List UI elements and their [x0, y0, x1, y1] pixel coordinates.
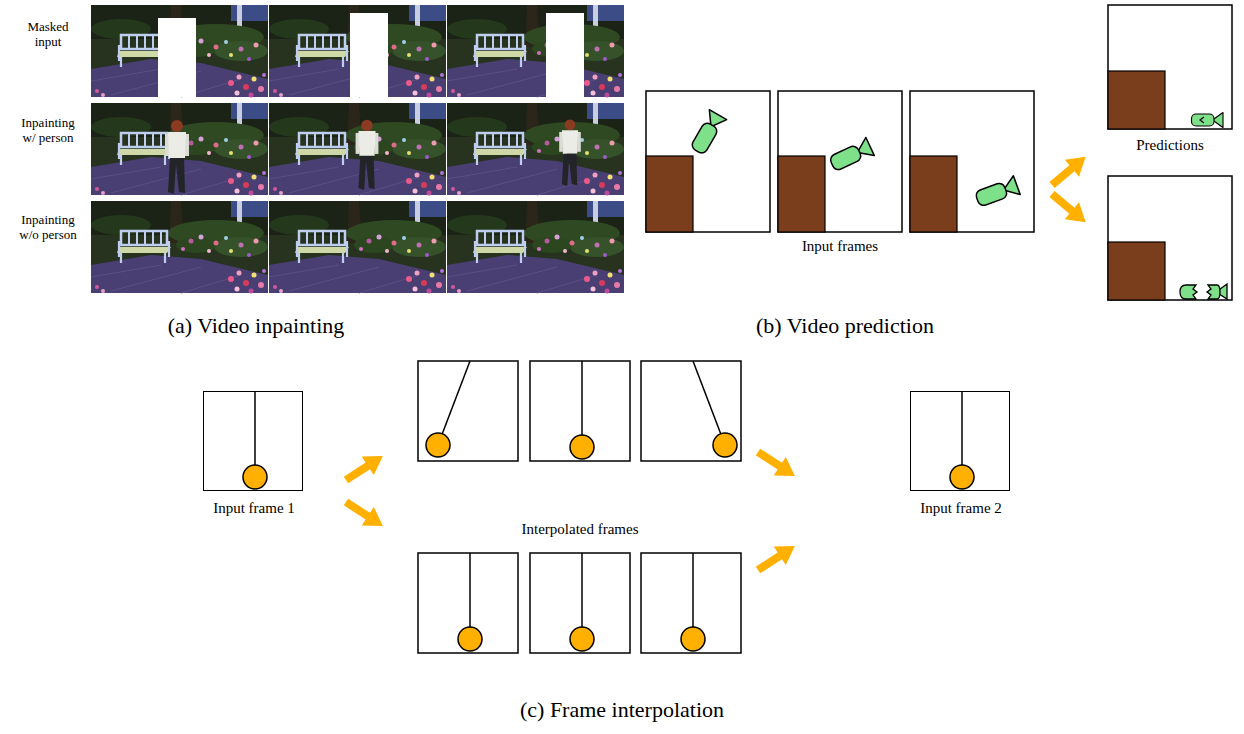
interpolation-frames [570, 553, 594, 651]
inpainting-grid [91, 103, 268, 196]
inpainting-grid [269, 103, 446, 196]
row-label: Inpainting w/o person [15, 213, 81, 243]
inpainting-grid [447, 201, 624, 294]
mask-rect [158, 18, 196, 97]
mask-rect [546, 13, 584, 97]
label-slot: Inpainting w/o person [15, 213, 81, 243]
interpolation-frames [340, 493, 389, 535]
interpolation-frames [243, 391, 267, 489]
panel-caption: (c) Frame interpolation [432, 697, 812, 722]
panel-caption: (b) Video prediction [675, 313, 1015, 338]
interpolation-frames [418, 553, 518, 653]
prediction-frames [1045, 148, 1093, 193]
row-label: Inpainting w/ person [15, 116, 81, 146]
interpolation-frames [693, 361, 725, 445]
prediction-frames [1108, 242, 1165, 300]
label-slot: (b) Video prediction [675, 313, 1015, 338]
interpolation-frames [641, 553, 741, 653]
label-slot: Input frames [730, 238, 950, 255]
interpolation-frames [641, 361, 741, 461]
prediction-frames [974, 176, 1020, 209]
prediction-frames [1108, 71, 1165, 129]
frame-box: Input frame 1 [203, 391, 303, 491]
prediction-frames [1207, 285, 1220, 299]
label-slot: Masked input [17, 20, 79, 50]
interpolation-frames [418, 361, 518, 461]
label-slot: Input frame 2 [916, 500, 1006, 517]
interpolation-frames [681, 553, 705, 651]
label-slot: Predictions [1100, 137, 1240, 154]
group-label: Predictions [1100, 137, 1240, 154]
interpolation-frames [426, 433, 450, 457]
inpainting-grid [447, 5, 624, 98]
interpolation-frames [530, 361, 630, 461]
frame-label: Input frame 2 [916, 500, 1006, 517]
inpainting-grid [447, 103, 624, 196]
interpolation-frames [752, 443, 801, 485]
prediction-frames [828, 137, 875, 173]
prediction-frames [1192, 113, 1224, 128]
inpainting-grid [269, 5, 446, 98]
prediction-frames [1045, 186, 1093, 231]
inpainting-grid [165, 120, 189, 194]
inpainting-grid [91, 5, 624, 294]
interpolation-frames [950, 391, 974, 489]
interpolation-frames [340, 447, 389, 489]
interpolation-frames [243, 361, 974, 653]
group-label: Input frames [730, 238, 950, 255]
interpolation-frames [713, 433, 737, 457]
row-label: Masked input [17, 20, 79, 50]
inpainting-grid [91, 201, 268, 294]
interpolation-frames [438, 361, 470, 445]
prediction-frames [1180, 285, 1197, 299]
label-slot: Inpainting w/ person [15, 116, 81, 146]
label-slot: Input frame 1 [209, 500, 299, 517]
frame-label: Input frame 1 [209, 500, 299, 517]
prediction-frames [910, 91, 1034, 232]
panel-caption: (a) Video inpainting [96, 313, 416, 338]
prediction-frames [1108, 176, 1232, 300]
interpolation-frames [458, 553, 482, 651]
prediction-frames [1108, 5, 1232, 129]
frame-box: Input frame 2 [910, 391, 1010, 491]
group-label: Interpolated frames [450, 521, 710, 538]
label-slot: Interpolated frames [450, 521, 710, 538]
inpainting-grid [91, 5, 268, 98]
prediction-frames [778, 156, 825, 232]
inpainting-grid [356, 120, 379, 190]
prediction-frames [646, 156, 693, 232]
mask-rect [350, 13, 388, 97]
prediction-frames [1200, 117, 1204, 123]
inpainting-grid [269, 201, 446, 294]
prediction-frames [910, 156, 957, 232]
interpolation-frames [530, 553, 630, 653]
inpainting-grid [559, 119, 581, 186]
interpolation-frames [752, 537, 801, 579]
prediction-frames [646, 91, 770, 232]
prediction-frames [688, 110, 726, 156]
label-slot: (c) Frame interpolation [432, 697, 812, 722]
label-slot: (a) Video inpainting [96, 313, 416, 338]
prediction-frames [778, 91, 902, 232]
interpolation-frames [570, 361, 594, 459]
